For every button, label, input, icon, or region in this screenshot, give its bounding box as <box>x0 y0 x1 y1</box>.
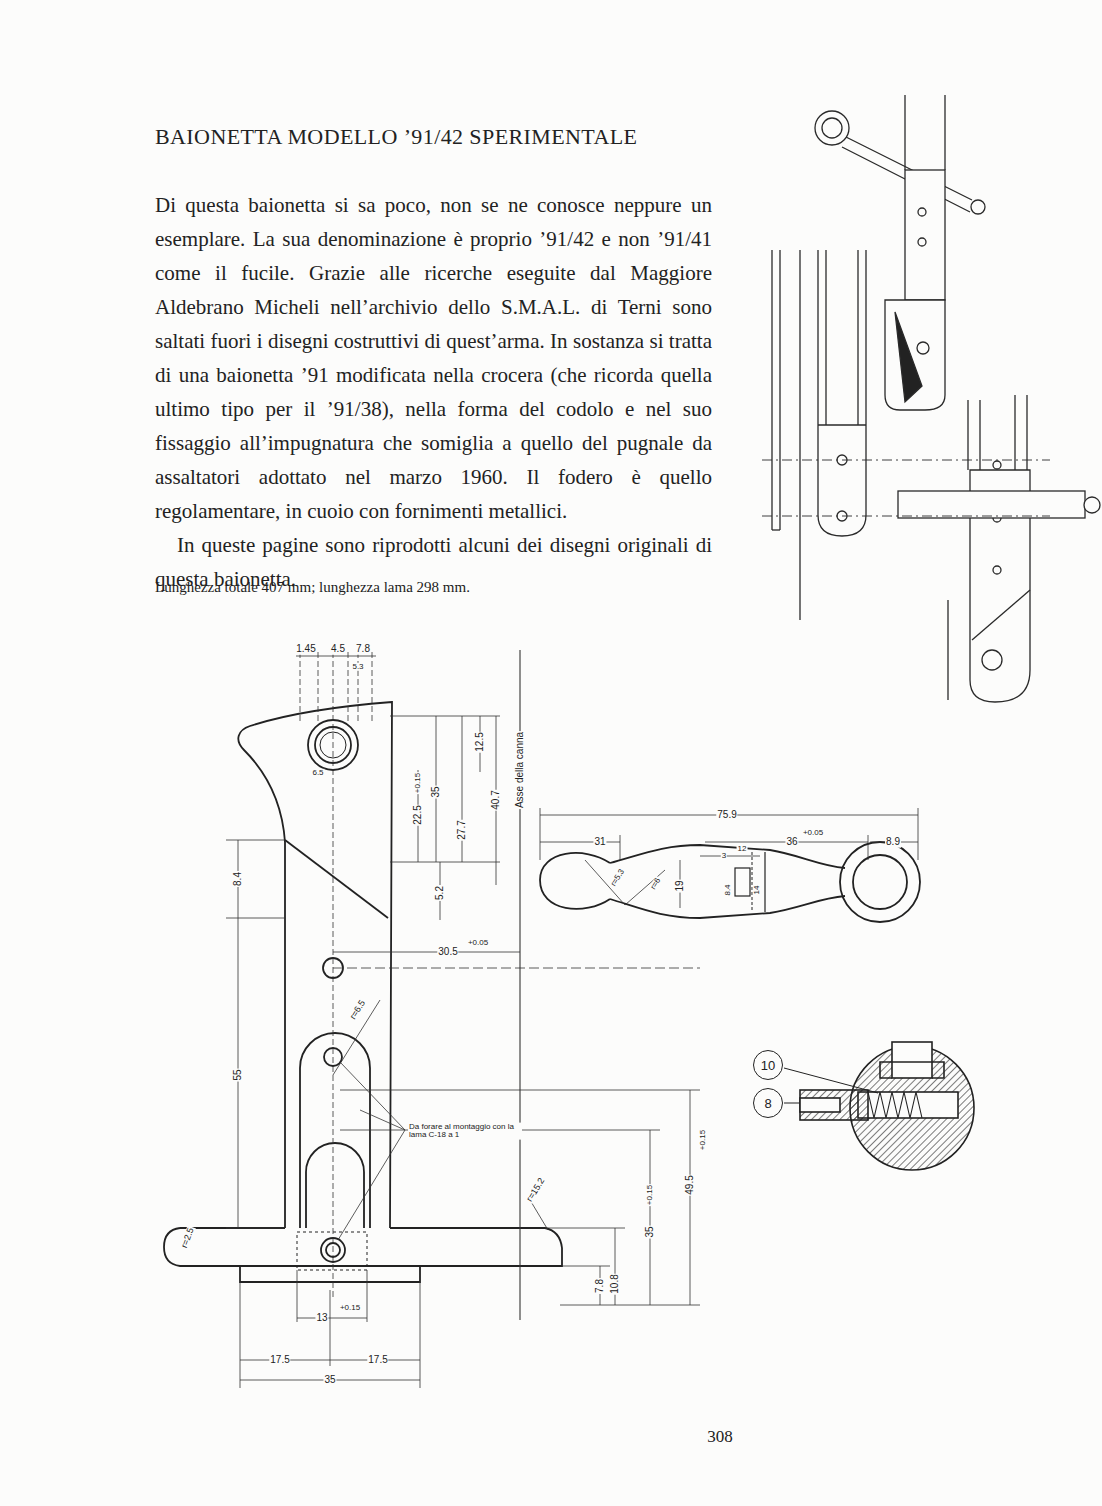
dimension-value: 36 <box>785 837 798 848</box>
dimension-value: 22.5 <box>413 804 424 825</box>
callout-circle: 10 <box>753 1050 783 1080</box>
dimension-value: +0.15 <box>699 1129 707 1151</box>
dimension-value: +0.15 <box>414 772 422 794</box>
dimension-value: 10.8 <box>610 1273 621 1294</box>
dimension-value: 5.3 <box>351 663 364 671</box>
callout-number: 10 <box>761 1058 775 1073</box>
dimension-value: 14 <box>753 885 761 896</box>
dimension-value: 1.45 <box>295 644 316 655</box>
dimension-value: 4.5 <box>330 644 346 655</box>
callout-number: 8 <box>764 1096 771 1111</box>
dimension-value: r=15.2 <box>525 1176 548 1205</box>
body-paragraph: Di questa baionetta si sa poco, non se n… <box>155 188 712 528</box>
dimension-value: 35 <box>431 785 442 798</box>
dimension-value: r=6.5 <box>348 998 368 1022</box>
dimension-value: 8.4 <box>724 883 732 896</box>
dimension-value: 35 <box>323 1375 336 1386</box>
drawing-note: Da forare al montaggio con la lama C-18 … <box>408 1123 522 1140</box>
dimension-value: 75.9 <box>716 810 737 821</box>
dimension-value: 31 <box>593 837 606 848</box>
hilt-drawing <box>164 702 562 1282</box>
dimension-value: 7.8 <box>355 644 371 655</box>
ring-dimension-lines <box>540 808 918 908</box>
dimension-value: +0.15 <box>339 1304 361 1312</box>
dimension-value: 8.4 <box>233 871 244 887</box>
body-paragraph: In queste pagine sono riprodotti alcuni … <box>155 528 712 596</box>
dimension-value: 6.5 <box>311 769 324 777</box>
dimension-value: 17.5 <box>269 1355 290 1366</box>
dimension-value: 17.5 <box>367 1355 388 1366</box>
dimension-value: 19 <box>675 879 686 892</box>
dimension-value: 13 <box>315 1313 328 1324</box>
dimension-value: 30.5 <box>437 947 458 958</box>
page-title: BAIONETTA MODELLO ’91/42 SPERIMENTALE <box>155 124 637 150</box>
ring-drawing <box>540 842 920 922</box>
dimension-value: 35 <box>645 1225 656 1238</box>
dimension-lines <box>226 650 700 1388</box>
dimension-value: r=6 <box>649 876 663 892</box>
dimension-value: 3 <box>721 852 727 860</box>
dimension-value: r=5.3 <box>609 867 627 889</box>
callout-circle: 8 <box>753 1088 783 1118</box>
section-detail <box>784 1042 974 1170</box>
dimension-value: +0.15 <box>646 1184 654 1206</box>
dimension-value: 7.8 <box>595 1278 606 1294</box>
dimension-value: +0.05 <box>467 939 489 947</box>
assembly-sketch <box>762 95 1100 702</box>
dimension-value: +0.05 <box>802 829 824 837</box>
dimension-value: 12.5 <box>475 731 486 752</box>
dimension-value: 27.7 <box>457 819 468 840</box>
dimension-value: 55 <box>233 1068 244 1081</box>
dimension-value: 12 <box>737 845 748 853</box>
dimension-value: 49.5 <box>685 1174 696 1195</box>
dimension-value: 8.9 <box>885 837 901 848</box>
page-number: 308 <box>706 1428 734 1446</box>
dimension-value: r=2.5 <box>180 1226 197 1251</box>
dimension-value: 5.2 <box>435 885 446 901</box>
axis-label: Asse della canna <box>515 731 526 809</box>
dimension-value: 40.7 <box>491 789 502 810</box>
